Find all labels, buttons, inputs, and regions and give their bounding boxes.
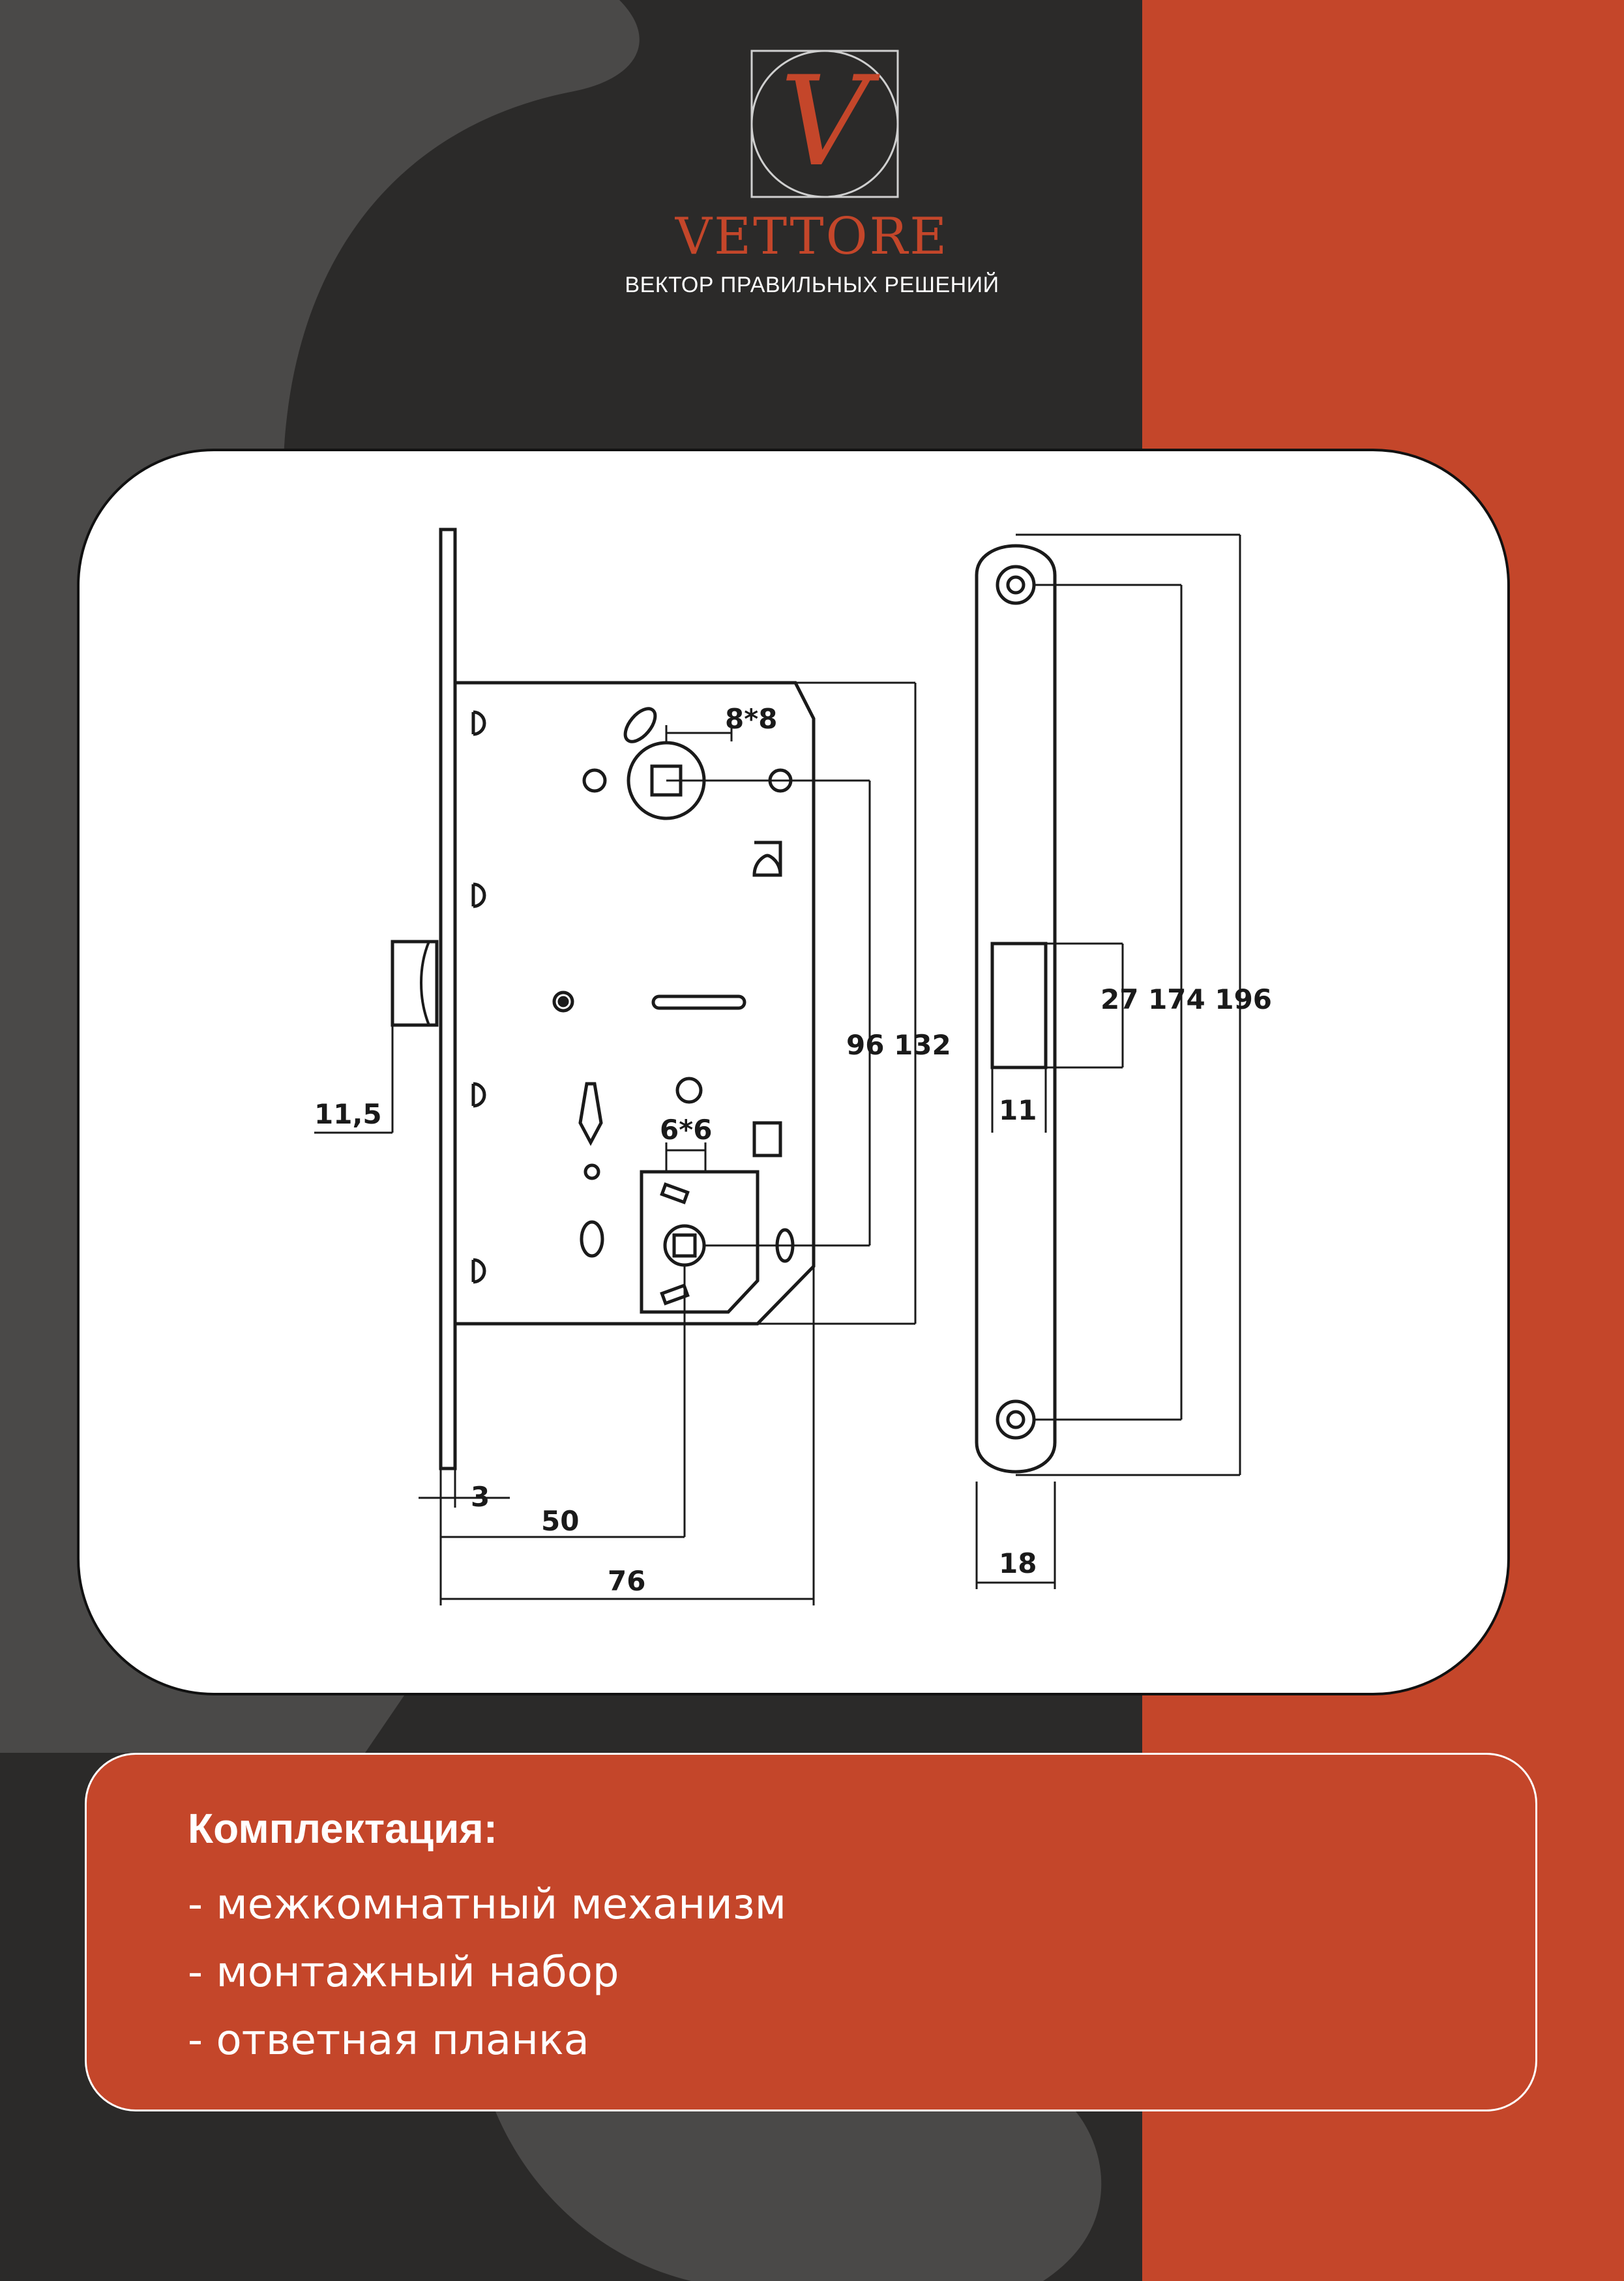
lock-body — [453, 681, 816, 1326]
dim-body-depth: 76 — [608, 1565, 646, 1597]
dim-latch-to-bottom: 96 132 — [846, 1029, 951, 1061]
brand-name: VETTORE — [675, 207, 949, 266]
list-item: - монтажный набор — [188, 1948, 619, 1997]
dim-turn-spindle: 6*6 — [660, 1114, 713, 1146]
package-contents-title: Комплектация: — [188, 1805, 498, 1852]
list-item: - межкомнатный механизм — [188, 1881, 786, 1929]
package-contents-list: - межкомнатный механизм - монтажный набо… — [188, 1871, 786, 2074]
dim-strike-width: 18 — [999, 1547, 1037, 1579]
body-notch-top — [752, 841, 782, 877]
swoosh-lower — [495, 2111, 1102, 2281]
logo-letter: V — [780, 50, 880, 194]
dim-latch-offset: 11,5 — [314, 1098, 382, 1130]
plate-hooks — [471, 710, 486, 1284]
strike-screw-top — [996, 565, 1036, 605]
strike-screw-bottom — [996, 1399, 1036, 1440]
vettore-logo: V — [746, 46, 903, 202]
latch-bolt — [391, 940, 439, 1027]
turn-spindle-hub — [663, 1224, 706, 1267]
strike-plate — [975, 544, 1057, 1474]
lock-drawing-card: 8*8 96 132 6*6 11,5 3 50 76 27 174 196 1… — [77, 449, 1510, 1695]
body-notch-bottom — [752, 1121, 782, 1157]
face-plate — [439, 528, 457, 1470]
logo-emblem-icon: V — [750, 50, 899, 198]
dim-plate-thickness: 3 — [471, 1481, 490, 1513]
dim-spindle: 8*8 — [725, 703, 778, 735]
package-contents-box: Комплектация: - межкомнатный механизм - … — [85, 1753, 1537, 2111]
dim-strike-opening: 11 — [999, 1094, 1037, 1126]
dim-backset: 50 — [541, 1505, 580, 1537]
lock-dimension-lines — [314, 681, 917, 1605]
brand-tagline: ВЕКТОР ПРАВИЛЬНЫХ РЕШЕНИЙ — [625, 273, 999, 297]
lock-technical-drawing — [314, 528, 1241, 1605]
strike-dimension-lines — [975, 533, 1241, 1589]
strike-opening — [990, 942, 1048, 1069]
turn-spindle-housing — [640, 1170, 760, 1314]
list-item: - ответная планка — [188, 2016, 589, 2065]
dim-strike-heights: 27 174 196 — [1100, 983, 1273, 1015]
